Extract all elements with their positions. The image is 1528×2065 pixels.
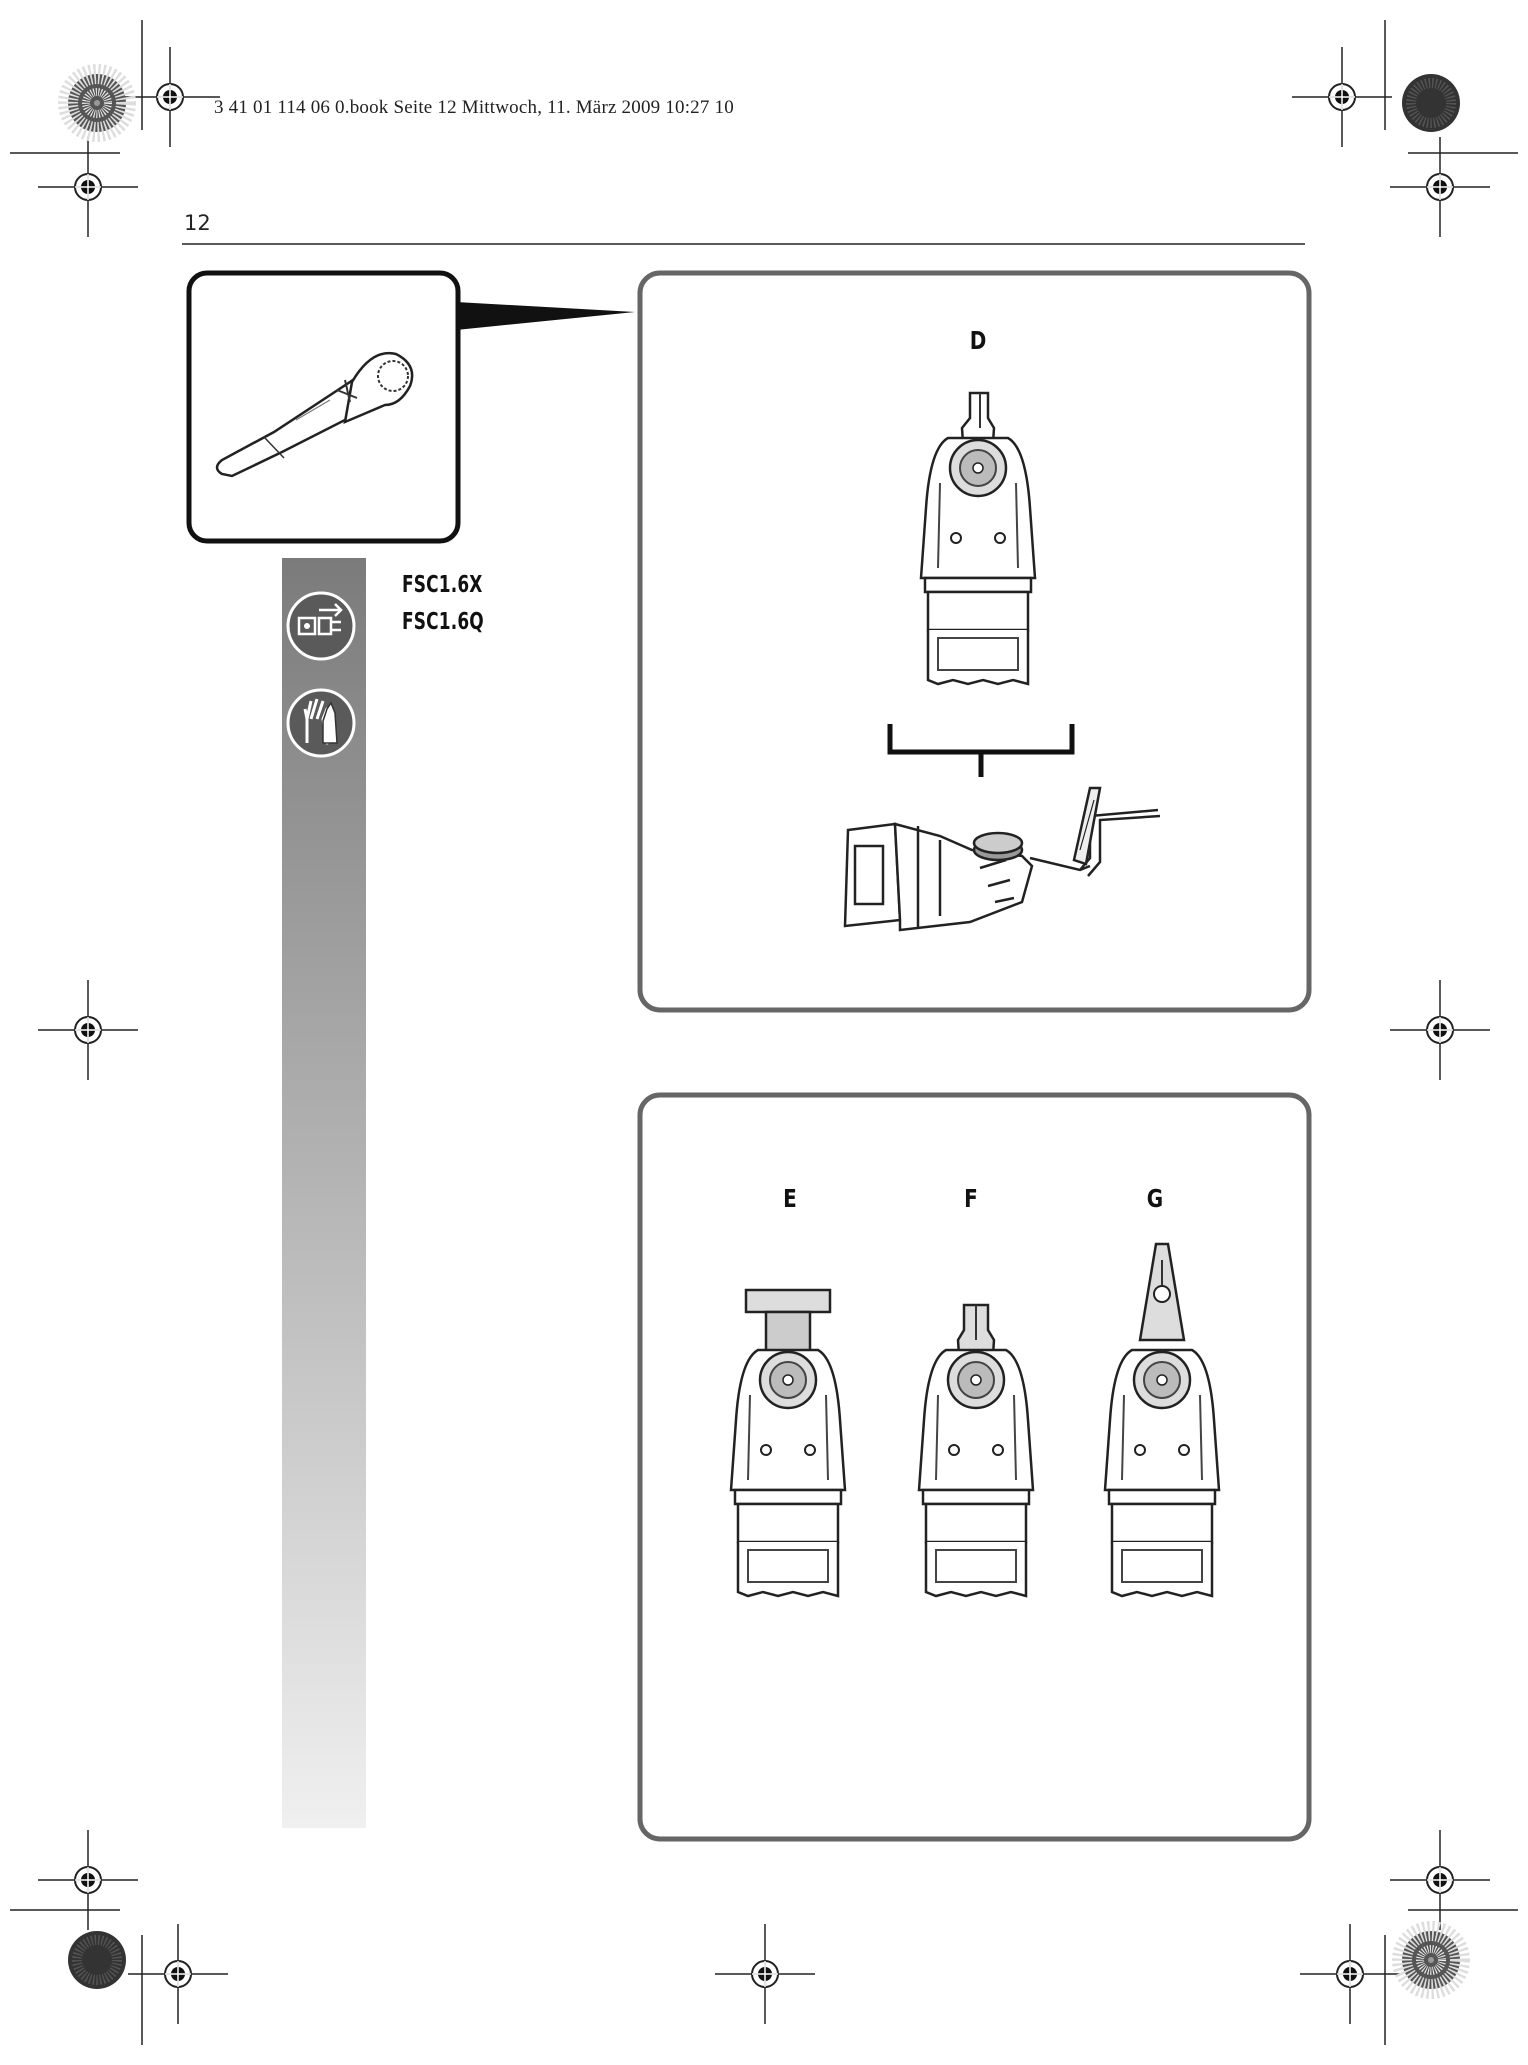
tool-front-view-f: [917, 1303, 1035, 1598]
page-number: 12: [184, 211, 211, 235]
tool-side-view: [843, 786, 1161, 932]
model-fsc16q: FSC1.6Q: [402, 609, 484, 635]
figure-label-e: E: [783, 1184, 797, 1213]
side-gradient-bar: [282, 558, 366, 1828]
model-fsc16x: FSC1.6X: [402, 572, 483, 598]
blade-drawing: [215, 351, 414, 478]
color-target-tr: [1402, 74, 1460, 132]
color-target-br: [1402, 1931, 1460, 1989]
color-target-tl: [68, 74, 126, 132]
tool-front-view-d: [919, 391, 1037, 686]
unplug-power-icon: [286, 591, 356, 661]
figure-label-f: F: [964, 1184, 978, 1213]
figure-label-d: D: [969, 326, 987, 355]
tool-front-view-g: [1103, 1242, 1221, 1598]
figure-label-g: G: [1146, 1184, 1164, 1213]
print-header: 3 41 01 114 06 0.book Seite 12 Mittwoch,…: [214, 97, 734, 118]
color-target-bl: [68, 1931, 126, 1989]
wear-gloves-icon: [286, 688, 356, 758]
tool-front-view-e: [729, 1288, 847, 1598]
